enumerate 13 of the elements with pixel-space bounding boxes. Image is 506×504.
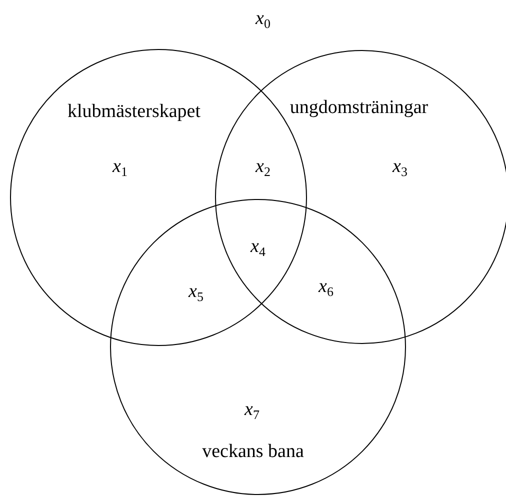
region-variable: x$_{0}$	[256, 8, 270, 32]
region-variable: x$_{7}$	[244, 399, 260, 423]
region-variable: x$_{2}$	[256, 156, 270, 180]
set-label: ungdomsträningar	[290, 97, 428, 119]
region-variable: x$_{5}$	[188, 281, 204, 305]
region-variable: x$_{3}$	[392, 156, 408, 180]
region-variable: x$_{4}$	[250, 236, 266, 260]
set-label: klubmästerskapet	[68, 101, 200, 123]
set-label: veckans bana	[202, 441, 304, 463]
set-circle	[215, 50, 506, 344]
region-variable: x$_{1}$	[112, 156, 128, 180]
region-variable: x$_{6}$	[318, 276, 334, 300]
set-circle	[110, 199, 406, 495]
